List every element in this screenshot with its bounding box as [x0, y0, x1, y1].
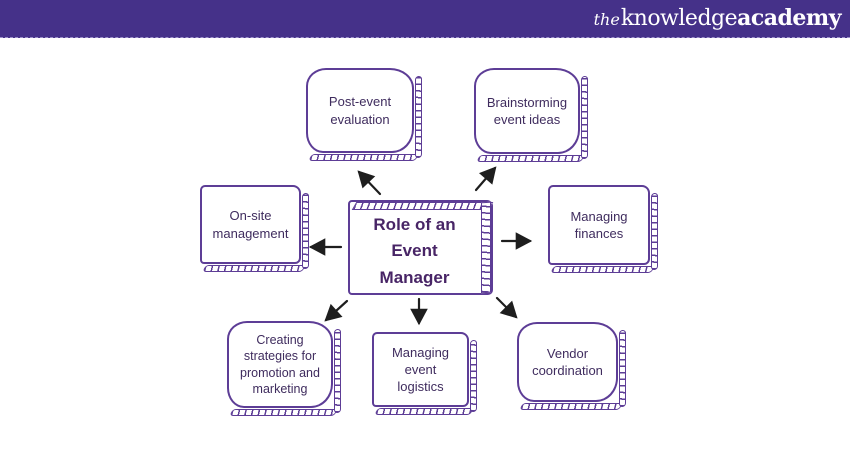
node-bottom-hatch-edge [476, 155, 585, 162]
node-bottom-hatch-edge [374, 408, 474, 415]
node-label: Post-event evaluation [328, 94, 392, 127]
node-right-hatch-edge [334, 328, 341, 414]
node-bottom-hatch-edge [519, 403, 623, 410]
node-label: On-site management [212, 208, 289, 241]
arrow-down-left-icon [324, 299, 349, 322]
center-right-hatch-edge [481, 201, 491, 294]
node-label: Vendor coordination [532, 345, 603, 378]
node-label: Managing event logistics [391, 344, 450, 395]
node-managing-finances: Managing finances [548, 185, 658, 273]
node-right-hatch-edge [302, 192, 309, 270]
arrow-up-right-icon [474, 166, 497, 192]
node-brainstorming-event-ideas: Brainstorming event ideas [474, 68, 588, 162]
node-bottom-hatch-edge [550, 266, 655, 273]
node-label: Brainstorming event ideas [486, 94, 568, 127]
node-right-hatch-edge [470, 339, 477, 413]
center-node-role-of-event-manager: Role of an Event Manager [348, 200, 494, 295]
node-label: Creating strategies for promotion and ma… [240, 332, 320, 397]
node-managing-event-logistics: Managing event logistics [372, 332, 477, 415]
logo-knowledge: knowledge [620, 5, 738, 31]
center-node-label: Role of an Event Manager [373, 214, 456, 287]
node-right-hatch-edge [651, 192, 658, 271]
node-bottom-hatch-edge [229, 409, 338, 416]
node-creating-strategies: Creating strategies for promotion and ma… [227, 321, 341, 416]
node-right-hatch-edge [619, 329, 626, 408]
node-bottom-hatch-edge [308, 154, 419, 161]
arrow-up-left-icon [357, 170, 382, 196]
center-top-hatch-edge [351, 202, 494, 210]
node-right-hatch-edge [581, 75, 588, 160]
logo-the: the [593, 9, 620, 29]
node-on-site-management: On-site management [200, 185, 309, 272]
logo-academy: academy [737, 4, 841, 31]
node-right-hatch-edge [415, 75, 422, 159]
node-vendor-coordination: Vendor coordination [517, 322, 626, 410]
node-label: Managing finances [570, 208, 628, 241]
arrow-down-right-icon [495, 296, 518, 319]
node-post-event-evaluation: Post-event evaluation [306, 68, 422, 161]
node-bottom-hatch-edge [202, 265, 306, 272]
